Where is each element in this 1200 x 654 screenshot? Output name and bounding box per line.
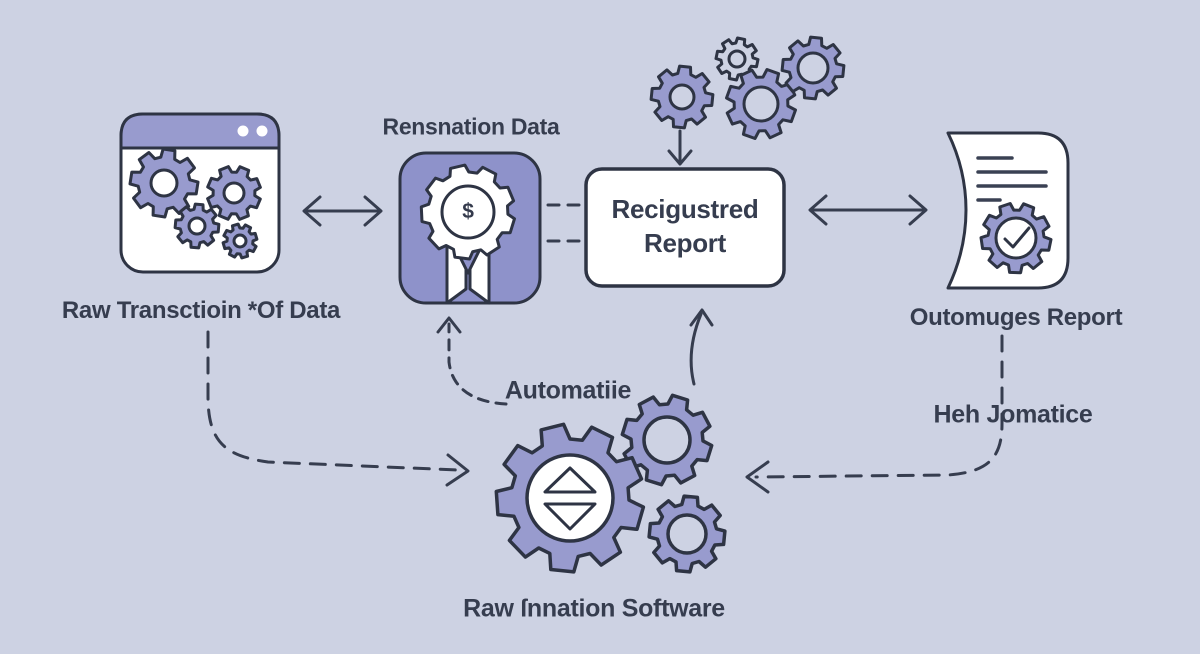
browser-caption-label: Raw Transctioin *Of Data	[61, 297, 341, 324]
gear-icon	[221, 222, 259, 260]
report-box	[584, 167, 786, 288]
arrow-browser-badge	[302, 195, 383, 227]
browser-dot	[237, 125, 249, 137]
report-box-label: Recigustred Report	[590, 193, 780, 261]
badge-title-label: Rensnation Data	[382, 113, 560, 140]
dashed-link-badge-report	[546, 203, 584, 243]
automation-gears-icon	[494, 393, 727, 574]
check-icon	[1003, 226, 1031, 249]
document-caption-label: Outomuges Report	[909, 304, 1123, 331]
report-line2: Report	[644, 228, 726, 258]
gear-icon	[173, 202, 221, 250]
document-check-icon	[946, 131, 1070, 290]
browser-gears-icon	[119, 112, 281, 274]
dollar-sign: $	[462, 200, 474, 223]
gear-icon	[725, 68, 797, 140]
automation-label: Automatiie	[504, 376, 632, 405]
browser-dot	[256, 125, 268, 137]
gear-center-circle	[525, 453, 615, 543]
report-line1: Recigustred	[611, 194, 759, 225]
gear-icon	[649, 64, 715, 130]
gear-icon	[620, 393, 714, 487]
dashed-arrow-left-to-gear	[206, 330, 470, 487]
gear-icon	[647, 494, 727, 574]
money-badge-icon	[398, 151, 542, 305]
gears-cluster-icon	[649, 35, 846, 140]
arrow-gears-to-report	[667, 129, 693, 166]
badge-inner-circle	[440, 184, 496, 240]
arrow-gear-up-to-report	[689, 308, 714, 386]
gear-icon	[780, 35, 846, 101]
dashed-arrow-automation-to-badge	[436, 316, 508, 406]
right-label: Heh Jomatice	[933, 400, 1093, 429]
browser-titlebar	[119, 112, 281, 150]
sort-down-icon	[543, 502, 597, 531]
gear-icon	[206, 165, 262, 221]
gear-icon	[128, 147, 200, 219]
dashed-arrow-right-to-gear	[745, 334, 1004, 494]
check-circle	[994, 216, 1038, 260]
arrow-report-document	[808, 194, 928, 226]
sort-up-icon	[543, 466, 597, 494]
software-label: Raw ſnnation Software	[463, 594, 725, 623]
